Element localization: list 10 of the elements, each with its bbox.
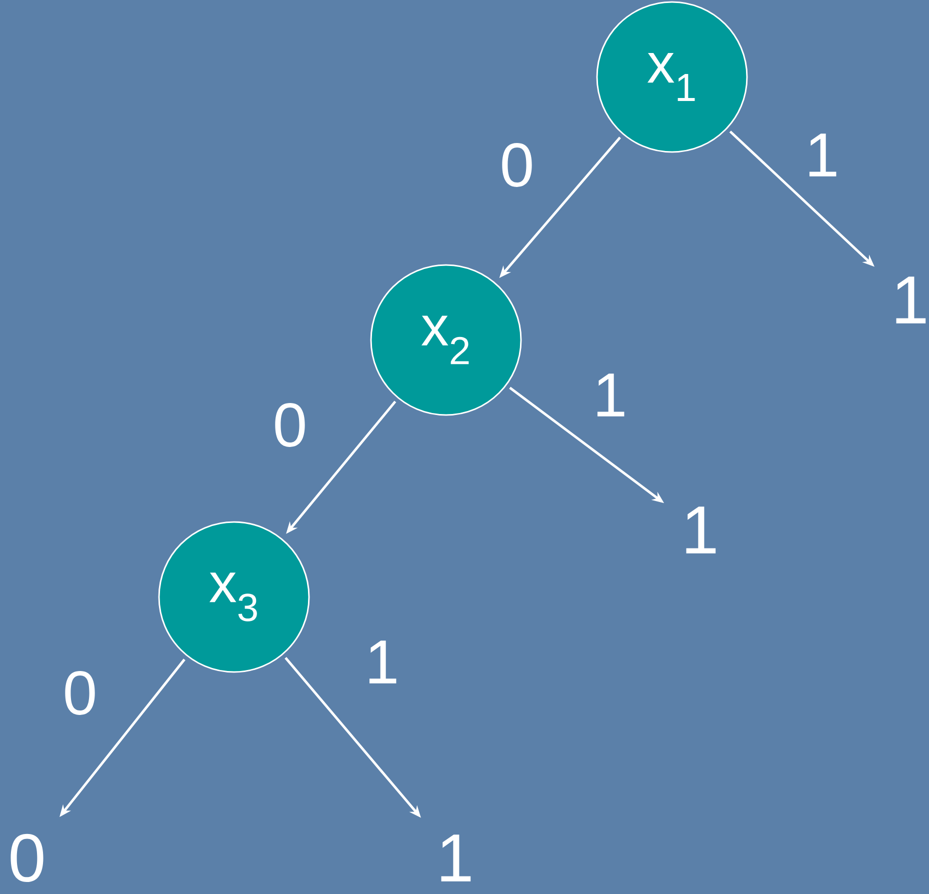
leaf-value: 1 [896, 276, 926, 324]
leaf-value: 1 [686, 506, 716, 554]
edge-label: 0 [65, 671, 95, 715]
leaf-value: 0 [10, 834, 44, 882]
edge-label: 1 [597, 374, 624, 416]
edge-label: 0 [502, 143, 532, 187]
edge-label: 0 [275, 403, 305, 447]
leaf-value: 1 [441, 834, 471, 882]
edge-label: 1 [369, 640, 396, 684]
edge-label: 1 [809, 134, 836, 176]
